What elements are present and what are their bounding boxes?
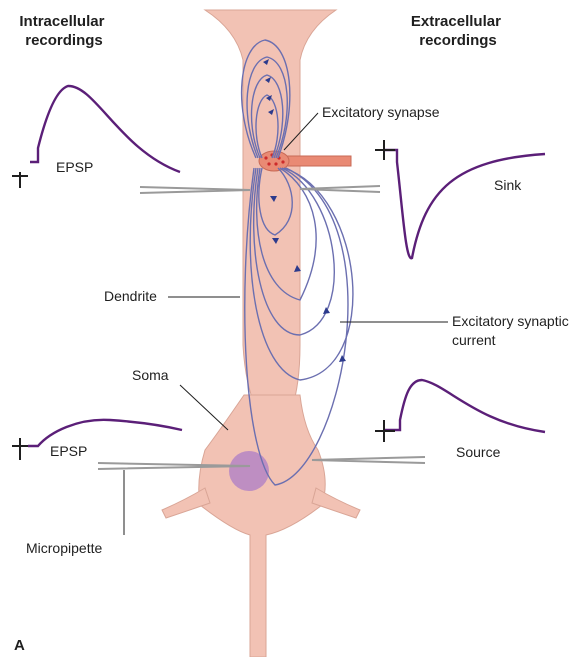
arrowhead [339,355,346,362]
label-excitatory-synapse: Excitatory synapse [322,104,440,120]
header-extracellular: Extracellular recordings [411,13,505,49]
trace-source [385,380,545,432]
trace-epsp-top [30,86,180,172]
label-epsp-top: EPSP [56,159,93,175]
axon-terminal [259,151,351,171]
label-source: Source [456,444,501,460]
axon-shaft [283,156,351,166]
basal-process-left [162,488,210,518]
cross-marker-epsp-bottom [12,438,28,460]
arrowhead [323,307,330,314]
micropipette-dendrite [140,187,250,193]
nucleus [229,451,269,491]
cross-marker-epsp-top [12,172,28,188]
panel-letter: A [14,637,25,654]
soma-shape [199,395,325,657]
label-micropipette: Micropipette [26,540,102,556]
leader-soma [180,385,228,430]
label-epsp-bottom: EPSP [50,443,87,459]
dendrite-shape [205,10,336,430]
label-dendrite: Dendrite [104,288,157,304]
cross-marker-sink [375,140,395,160]
label-excitatory-synaptic-current: Excitatory synaptic current [452,313,573,348]
basal-process-right [312,488,360,518]
cross-marker-source [375,420,395,442]
trace-sink [385,150,545,258]
label-sink: Sink [494,177,522,193]
label-soma: Soma [132,367,169,383]
header-intracellular: Intracellular recordings [19,13,108,49]
micropipette-extracellular-bottom [312,457,425,463]
